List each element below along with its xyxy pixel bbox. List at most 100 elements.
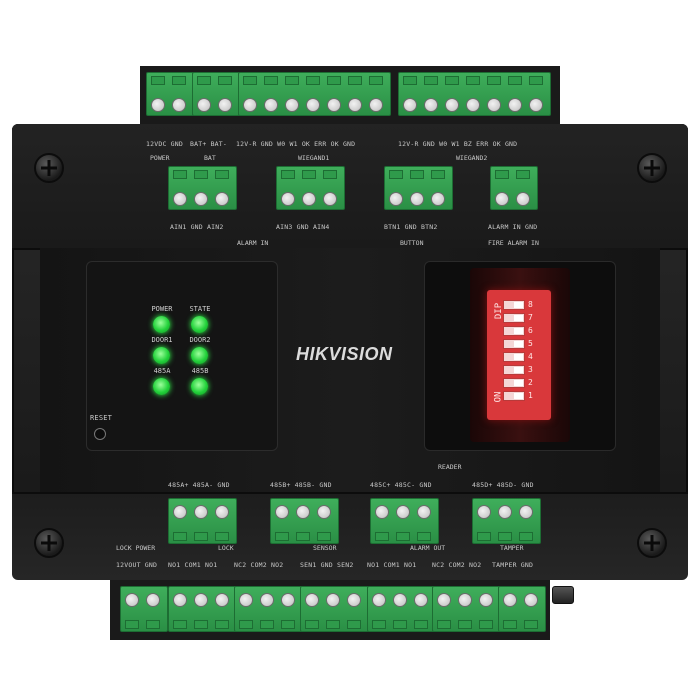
terminal-label: 485C+ 485C- GND (370, 481, 432, 489)
terminal-block[interactable] (146, 72, 194, 116)
terminal-screw[interactable] (424, 98, 438, 112)
dip-lever[interactable] (503, 339, 525, 349)
terminal-screw[interactable] (146, 593, 160, 607)
dip-number: 1 (528, 391, 533, 400)
terminal-screw[interactable] (369, 98, 383, 112)
terminal-screw[interactable] (243, 98, 257, 112)
led-label-door2: DOOR2 (189, 336, 211, 344)
terminal-screw[interactable] (479, 593, 493, 607)
terminal-screw[interactable] (194, 505, 208, 519)
terminal-block[interactable] (168, 586, 237, 632)
terminal-block[interactable] (300, 586, 369, 632)
terminal-screw[interactable] (173, 505, 187, 519)
terminal-screw[interactable] (396, 505, 410, 519)
terminal-screw[interactable] (264, 98, 278, 112)
terminal-screw[interactable] (125, 593, 139, 607)
terminal-screw[interactable] (194, 593, 208, 607)
terminal-block[interactable] (384, 166, 453, 210)
terminal-tab (173, 170, 187, 179)
terminal-screw[interactable] (260, 593, 274, 607)
terminal-screw[interactable] (503, 593, 517, 607)
dip-lever[interactable] (503, 365, 525, 375)
terminal-screw[interactable] (296, 505, 310, 519)
terminal-screw[interactable] (495, 192, 509, 206)
terminal-screw[interactable] (173, 192, 187, 206)
terminal-screw[interactable] (529, 98, 543, 112)
terminal-block[interactable] (370, 498, 439, 544)
terminal-screw[interactable] (317, 505, 331, 519)
dip-number: 3 (528, 365, 533, 374)
terminal-screw[interactable] (445, 98, 459, 112)
terminal-screw[interactable] (285, 98, 299, 112)
terminal-screw[interactable] (431, 192, 445, 206)
dip-lever[interactable] (503, 313, 525, 323)
terminal-screw[interactable] (437, 593, 451, 607)
terminal-screw[interactable] (323, 192, 337, 206)
terminal-screw[interactable] (516, 192, 530, 206)
terminal-screw[interactable] (519, 505, 533, 519)
terminal-screw[interactable] (281, 192, 295, 206)
terminal-screw[interactable] (215, 505, 229, 519)
terminal-screw[interactable] (348, 98, 362, 112)
terminal-screw[interactable] (173, 593, 187, 607)
terminal-label: BTN1 GND BTN2 (384, 223, 438, 231)
terminal-screw[interactable] (218, 98, 232, 112)
terminal-screw[interactable] (194, 192, 208, 206)
terminal-block[interactable] (168, 166, 237, 210)
dip-lever[interactable] (503, 352, 525, 362)
terminal-screw[interactable] (372, 593, 386, 607)
led-label-state: STATE (189, 305, 211, 313)
terminal-block[interactable] (432, 586, 501, 632)
group-label-fire-alarm-in: FIRE ALARM IN (488, 239, 539, 247)
terminal-tab (218, 76, 232, 85)
terminal-screw[interactable] (306, 98, 320, 112)
terminal-screw[interactable] (508, 98, 522, 112)
terminal-screw[interactable] (393, 593, 407, 607)
terminal-tab (503, 620, 517, 629)
dip-lever[interactable] (503, 300, 525, 310)
terminal-label: 12VDC GND (146, 140, 184, 148)
terminal-block[interactable] (168, 498, 237, 544)
terminal-screw[interactable] (197, 98, 211, 112)
terminal-screw[interactable] (417, 505, 431, 519)
terminal-block[interactable] (120, 586, 168, 632)
terminal-screw[interactable] (414, 593, 428, 607)
terminal-block[interactable] (490, 166, 538, 210)
dip-lever[interactable] (503, 391, 525, 401)
terminal-block[interactable] (234, 586, 303, 632)
terminal-screw[interactable] (403, 98, 417, 112)
terminal-screw[interactable] (305, 593, 319, 607)
terminal-block[interactable] (367, 586, 436, 632)
dip-lever[interactable] (503, 326, 525, 336)
terminal-screw[interactable] (524, 593, 538, 607)
terminal-screw[interactable] (215, 593, 229, 607)
terminal-screw[interactable] (487, 98, 501, 112)
terminal-block[interactable] (270, 498, 339, 544)
dip-switch[interactable]: DIP ON 8 7 6 5 4 3 2 1 (487, 290, 551, 420)
terminal-screw[interactable] (410, 192, 424, 206)
terminal-screw[interactable] (326, 593, 340, 607)
terminal-block[interactable] (276, 166, 345, 210)
terminal-screw[interactable] (151, 98, 165, 112)
terminal-screw[interactable] (215, 192, 229, 206)
terminal-screw[interactable] (498, 505, 512, 519)
terminal-screw[interactable] (239, 593, 253, 607)
terminal-block[interactable] (398, 72, 551, 116)
terminal-screw[interactable] (302, 192, 316, 206)
terminal-screw[interactable] (281, 593, 295, 607)
dip-lever[interactable] (503, 378, 525, 388)
terminal-screw[interactable] (172, 98, 186, 112)
terminal-screw[interactable] (389, 192, 403, 206)
terminal-block[interactable] (238, 72, 391, 116)
terminal-block[interactable] (192, 72, 240, 116)
reset-button[interactable] (94, 428, 106, 440)
terminal-screw[interactable] (458, 593, 472, 607)
terminal-block[interactable] (472, 498, 541, 544)
terminal-screw[interactable] (375, 505, 389, 519)
terminal-screw[interactable] (327, 98, 341, 112)
terminal-screw[interactable] (275, 505, 289, 519)
terminal-screw[interactable] (477, 505, 491, 519)
terminal-screw[interactable] (347, 593, 361, 607)
terminal-screw[interactable] (466, 98, 480, 112)
terminal-block[interactable] (498, 586, 546, 632)
